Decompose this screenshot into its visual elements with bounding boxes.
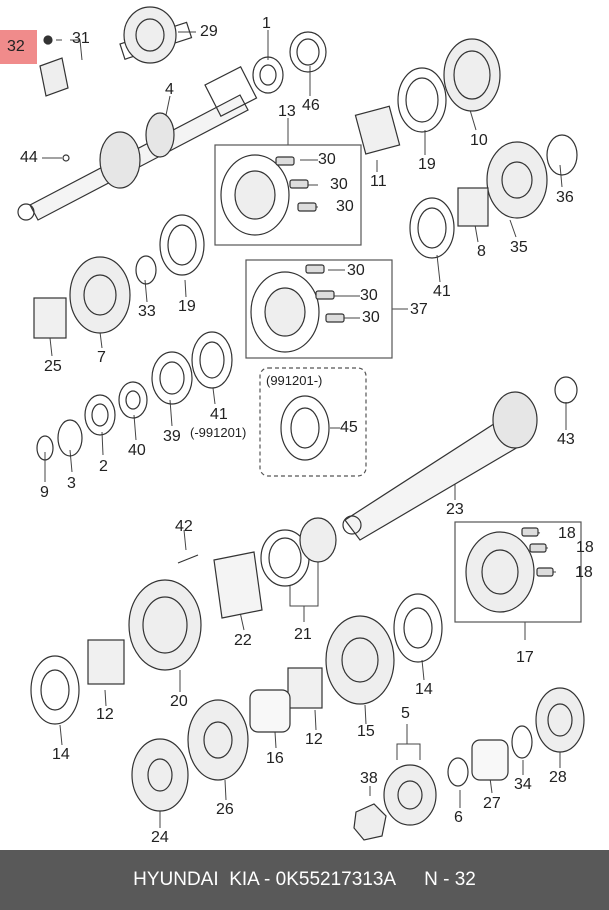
callout-40: 40 — [128, 442, 146, 459]
callout-44: 44 — [20, 149, 38, 166]
callout-30-f: 30 — [362, 309, 380, 326]
group-boxes — [214, 144, 582, 623]
callout-32: 32 — [7, 38, 25, 55]
callout-30-e: 30 — [360, 287, 378, 304]
callout-31: 31 — [72, 30, 90, 47]
callout-27: 27 — [483, 795, 501, 812]
callout-15: 15 — [357, 723, 375, 740]
callout-4: 4 — [165, 81, 174, 98]
callout-3: 3 — [67, 475, 76, 492]
callout-6: 6 — [454, 809, 463, 826]
callout-29: 29 — [200, 23, 218, 40]
callout-18-c: 18 — [575, 564, 593, 581]
callout-28: 28 — [549, 769, 567, 786]
parts — [17, 6, 585, 841]
callout-18-b: 18 — [576, 539, 594, 556]
exploded-parts-diagram: 32 31 29 1 46 4 13 44 30 30 30 11 19 10 … — [7, 6, 594, 846]
callout-9: 9 — [40, 484, 49, 501]
diagram-drawing — [17, 6, 585, 841]
callout-30-b: 30 — [330, 176, 348, 193]
callout-41-b: 41 — [210, 406, 228, 423]
date-note-after: (991201-) — [266, 373, 323, 388]
callout-43: 43 — [557, 431, 575, 448]
callout-2: 2 — [99, 458, 108, 475]
callout-34: 34 — [514, 776, 532, 793]
callout-18-a: 18 — [558, 525, 576, 542]
callout-30-a: 30 — [318, 151, 336, 168]
callout-37: 37 — [410, 301, 428, 318]
footer-bar: HYUNDAI KIA - 0K55217313A N - 32 — [0, 850, 609, 910]
callout-14-b: 14 — [415, 681, 433, 698]
callout-36: 36 — [556, 189, 574, 206]
callout-21: 21 — [294, 626, 312, 643]
callout-16: 16 — [266, 750, 284, 767]
callout-46: 46 — [302, 97, 320, 114]
callout-23: 23 — [446, 501, 464, 518]
callout-39: 39 — [163, 428, 181, 445]
date-note-before: (-991201) — [190, 425, 247, 440]
callout-10: 10 — [470, 132, 488, 149]
reference-number-text: N - 32 — [424, 869, 476, 890]
callout-19-a: 19 — [418, 156, 436, 173]
callout-20: 20 — [170, 693, 188, 710]
callout-35: 35 — [510, 239, 528, 256]
callout-5: 5 — [401, 705, 410, 722]
part-number-text: HYUNDAI KIA - 0K55217313A — [133, 869, 397, 890]
callout-24: 24 — [151, 829, 169, 846]
callout-41-a: 41 — [433, 283, 451, 300]
callout-30-d: 30 — [347, 262, 365, 279]
highlight-box — [0, 30, 37, 64]
callout-26: 26 — [216, 801, 234, 818]
callout-25: 25 — [44, 358, 62, 375]
callout-13: 13 — [278, 103, 296, 120]
callout-12-a: 12 — [96, 706, 114, 723]
callout-30-c: 30 — [336, 198, 354, 215]
callout-1: 1 — [262, 15, 271, 32]
callout-19-b: 19 — [178, 298, 196, 315]
callout-8: 8 — [477, 243, 486, 260]
callout-33: 33 — [138, 303, 156, 320]
callout-22: 22 — [234, 632, 252, 649]
callout-45: 45 — [340, 419, 358, 436]
callout-17: 17 — [516, 649, 534, 666]
callout-12-b: 12 — [305, 731, 323, 748]
callout-42: 42 — [175, 518, 193, 535]
callout-11: 11 — [370, 173, 387, 190]
callout-14-a: 14 — [52, 746, 70, 763]
callout-7: 7 — [97, 349, 106, 366]
callout-38: 38 — [360, 770, 378, 787]
